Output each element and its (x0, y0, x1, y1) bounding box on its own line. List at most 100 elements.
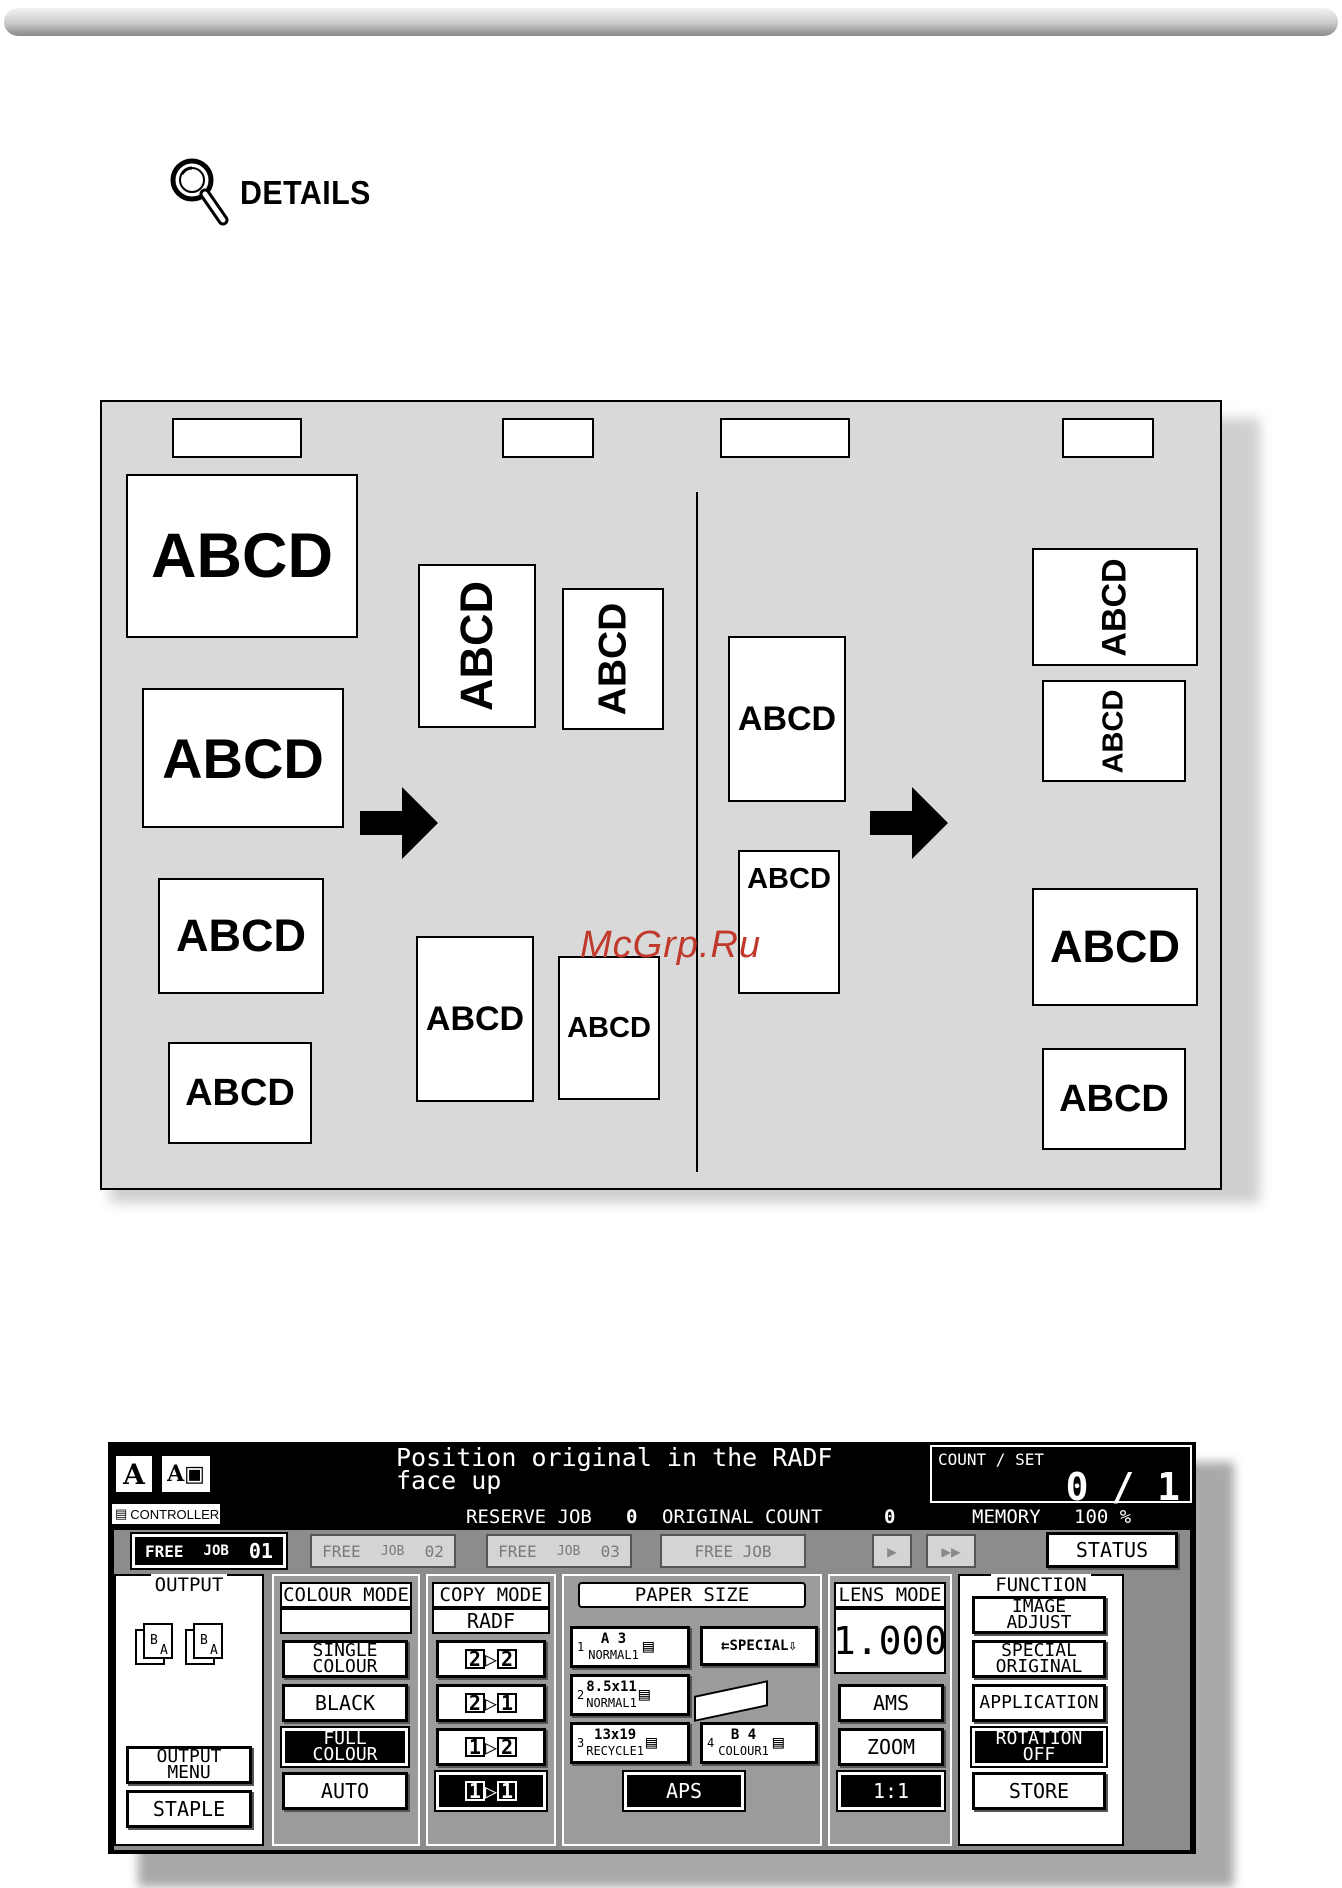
tab-free-job[interactable]: FREE JOB (660, 1534, 806, 1568)
sheet-text: ABCD (151, 521, 333, 591)
tab-job-01[interactable]: FREE JOB 01 (130, 1532, 288, 1570)
printer-icon: ▤ (115, 1506, 128, 1521)
copy-mode-1-to-2-button[interactable]: 1▷2 (436, 1728, 546, 1766)
tab-job-number: 01 (248, 1539, 273, 1563)
aps-button[interactable]: APS (622, 1770, 746, 1812)
svg-text:A: A (160, 1643, 168, 1658)
details-heading: DETAILS (168, 156, 382, 230)
original-sheet: ABCD (168, 1042, 312, 1144)
sheet-text: ABCD (162, 726, 324, 790)
colour-mode-section: COLOUR MODE SINGLE COLOUR BLACK FULL COL… (272, 1574, 420, 1846)
label-box (502, 418, 594, 458)
tray-size: 13x19 (594, 1727, 637, 1743)
output-tray-icon: B A B A (135, 1623, 223, 1665)
paper-feed-graphic (694, 1680, 768, 1722)
output-sheet: ABCD (558, 956, 660, 1100)
controller-indicator: ▤CONTROLLER (112, 1504, 220, 1524)
controller-label: CONTROLLER (130, 1506, 220, 1522)
output-sheet: ABCD (1042, 1048, 1186, 1150)
svg-text:A: A (210, 1643, 218, 1658)
tray-icon: ▤ (772, 1732, 784, 1753)
special-tray-button[interactable]: ⇇SPECIAL⇩ (700, 1626, 818, 1666)
original-image-icon: A▣ (160, 1454, 212, 1494)
tab-job-02[interactable]: FREE JOB 02 (310, 1534, 456, 1568)
scroll-fast-forward-button[interactable]: ▶▶ (926, 1534, 976, 1568)
reserve-job-value: 0 (626, 1506, 638, 1528)
special-label: SPECIAL (729, 1638, 789, 1654)
original-sheet: ABCD (142, 688, 344, 828)
sheet-text: ABCD (747, 862, 831, 895)
bypass-icon: ⇇ (721, 1638, 730, 1654)
tray-icon: ▤ (638, 1684, 650, 1705)
sheet-text: ABCD (1050, 921, 1180, 972)
special-original-button[interactable]: SPECIAL ORIGINAL (972, 1640, 1106, 1678)
tab-free-label: FREE (145, 1541, 184, 1561)
zoom-display: 1.000 (833, 1608, 947, 1674)
tray-icon: ▤ (646, 1732, 657, 1753)
single-colour-button[interactable]: SINGLE COLOUR (282, 1640, 408, 1678)
rotation-illustration: ABCD ABCD ABCD ABCD ABCD ABCD ABCD ABCD … (100, 400, 1222, 1190)
sheet-text: ABCD (451, 581, 502, 711)
tray-size: 8.5x11 (586, 1679, 637, 1695)
staple-button[interactable]: STAPLE (126, 1790, 252, 1828)
arrow-right-icon (870, 787, 948, 859)
tab-job-number: 02 (424, 1541, 444, 1561)
rotation-off-button[interactable]: ROTATION OFF (970, 1726, 1108, 1768)
tab-job-label: JOB (380, 1543, 405, 1559)
tab-free-label: FREE (498, 1541, 537, 1561)
copy-mode-source: 2 (464, 1693, 485, 1713)
label-box (1062, 418, 1154, 458)
copy-mode-1-to-1-button[interactable]: 1▷1 (434, 1770, 548, 1812)
original-sheet: ABCD (728, 636, 846, 802)
tab-free-label: FREE (322, 1541, 361, 1561)
arrow-right-icon (360, 787, 438, 859)
message-text: Position original in the RADF face up (396, 1445, 833, 1495)
copy-mode-target: 2 (497, 1649, 518, 1669)
message-line-2: face up (396, 1466, 502, 1495)
original-a-icon: A (114, 1454, 154, 1494)
application-button[interactable]: APPLICATION (972, 1684, 1106, 1722)
copy-mode-target: 1 (497, 1781, 518, 1801)
output-sheet: ABCD (1032, 548, 1198, 666)
copy-mode-source: 1 (464, 1781, 485, 1801)
copy-mode-2-to-1-button[interactable]: 2▷1 (436, 1684, 546, 1722)
store-button[interactable]: STORE (972, 1772, 1106, 1810)
tray-number: 1 (577, 1640, 585, 1654)
label-box (720, 418, 850, 458)
copy-mode-section: COPY MODE RADF 2▷2 2▷1 1▷2 1▷1 (426, 1574, 556, 1846)
full-colour-button[interactable]: FULL COLOUR (280, 1726, 410, 1768)
function-title: FUNCTION (991, 1574, 1091, 1596)
zoom-button[interactable]: ZOOM (838, 1728, 944, 1766)
tray-size: B 4 (730, 1727, 757, 1743)
status-button[interactable]: STATUS (1046, 1532, 1178, 1568)
tray-size: A 3 (600, 1631, 627, 1647)
ams-button[interactable]: AMS (838, 1684, 944, 1722)
output-section: OUTPUT B A B A OUTPUT MENU STAPLE (114, 1574, 264, 1846)
sheet-text: ABCD (425, 999, 525, 1038)
black-button[interactable]: BLACK (282, 1684, 408, 1722)
tray-number: 2 (577, 1688, 585, 1702)
copy-mode-source: 2 (464, 1649, 485, 1669)
paper-size-title: PAPER SIZE (578, 1582, 806, 1608)
tab-free-job-label: FREE JOB (694, 1541, 772, 1561)
image-adjust-button[interactable]: IMAGE ADJUST (972, 1596, 1106, 1634)
copy-mode-2-to-2-button[interactable]: 2▷2 (436, 1640, 546, 1678)
copier-control-panel: A A▣ Position original in the RADF face … (108, 1442, 1196, 1854)
one-to-one-button[interactable]: 1:1 (836, 1770, 946, 1812)
output-sheet: ABCD (416, 936, 534, 1102)
svg-text:B: B (200, 1633, 208, 1648)
tray-number: 4 (707, 1736, 715, 1750)
output-menu-button[interactable]: OUTPUT MENU (126, 1746, 252, 1784)
count-value: 0 / 1 (1065, 1465, 1180, 1509)
scroll-forward-button[interactable]: ▶ (872, 1534, 912, 1568)
original-sheet: ABCD (126, 474, 358, 638)
lens-mode-section: LENS MODE 1.000 AMS ZOOM 1:1 (828, 1574, 952, 1846)
tab-job-03[interactable]: FREE JOB 03 (486, 1534, 632, 1568)
output-sheet: ABCD (418, 564, 536, 728)
auto-colour-button[interactable]: AUTO (282, 1772, 408, 1810)
